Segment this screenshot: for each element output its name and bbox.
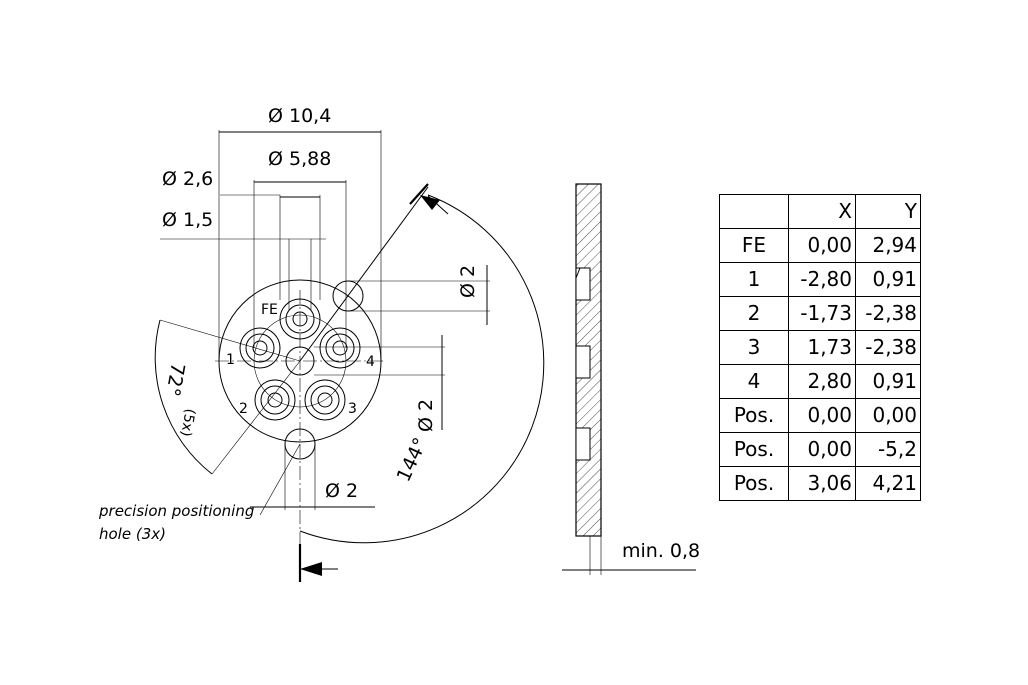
table-cell: 2 (719, 296, 789, 331)
contact-label-fe: FE (261, 302, 278, 318)
dim-contact-diameter: Ø 2,6 (162, 168, 213, 190)
table-header-cell (719, 194, 789, 229)
table-cell: FE (719, 228, 789, 263)
table-cell: 0,91 (855, 262, 921, 297)
table-cell: 1 (719, 262, 789, 297)
table-row: Pos.0,00-5,2 (719, 432, 921, 467)
dim-hole-center: Ø 2 (415, 399, 437, 432)
table-cell: -5,2 (855, 432, 921, 467)
contact-4 (319, 327, 361, 369)
table-header-row: X Y (719, 194, 921, 229)
table-cell: Pos. (719, 432, 789, 467)
dim-pin-diameter: Ø 1,5 (162, 209, 213, 231)
note-line-1: precision positioning (98, 502, 254, 520)
table-header-cell: Y (855, 194, 921, 229)
table-cell: -2,38 (855, 330, 921, 365)
contact-label-3: 3 (348, 401, 357, 417)
contact-label-2: 2 (239, 401, 248, 417)
angle-72: 72° (161, 361, 189, 398)
table-cell: 4 (719, 364, 789, 399)
table-cell: -1,73 (788, 296, 856, 331)
table-cell: -2,80 (788, 262, 856, 297)
table-cell: 4,21 (855, 466, 921, 501)
table-row: 2-1,73-2,38 (719, 296, 921, 331)
front-view: Ø 10,4 Ø 5,88 Ø 2,6 Ø 1,5 Ø 2 Ø 2 Ø 2 72… (98, 105, 545, 582)
contact-2 (254, 379, 296, 421)
contact-label-1: 1 (226, 352, 235, 368)
table-cell: -2,38 (855, 296, 921, 331)
table-header-cell: X (788, 194, 856, 229)
table-cell: 2,94 (855, 228, 921, 263)
table-cell: 0,00 (788, 228, 856, 263)
dim-hole-top-right: Ø 2 (457, 265, 479, 298)
angle-144: 144° (393, 434, 432, 485)
table-cell: 0,00 (788, 432, 856, 467)
dim-min-thickness: min. 0,8 (622, 540, 700, 562)
side-view: min. 0,8 (562, 183, 700, 575)
table-cell: 3,06 (788, 466, 856, 501)
table-cell: 3 (719, 330, 789, 365)
contact-label-4: 4 (366, 354, 375, 370)
table-cell: Pos. (719, 398, 789, 433)
table-cell: 2,80 (788, 364, 856, 399)
table-cell: Pos. (719, 466, 789, 501)
dim-hole-bottom: Ø 2 (325, 480, 358, 502)
angle-72-note: (5x) (177, 407, 198, 437)
table-cell: 0,00 (788, 398, 856, 433)
dim-outer-diameter: Ø 10,4 (268, 105, 331, 127)
contact-1 (239, 327, 281, 369)
dim-pitch-diameter: Ø 5,88 (268, 148, 331, 170)
table-cell: 0,91 (855, 364, 921, 399)
contact-3 (304, 379, 346, 421)
note-line-2: hole (3x) (99, 525, 166, 543)
table-cell: 1,73 (788, 330, 856, 365)
table-cell: 0,00 (855, 398, 921, 433)
